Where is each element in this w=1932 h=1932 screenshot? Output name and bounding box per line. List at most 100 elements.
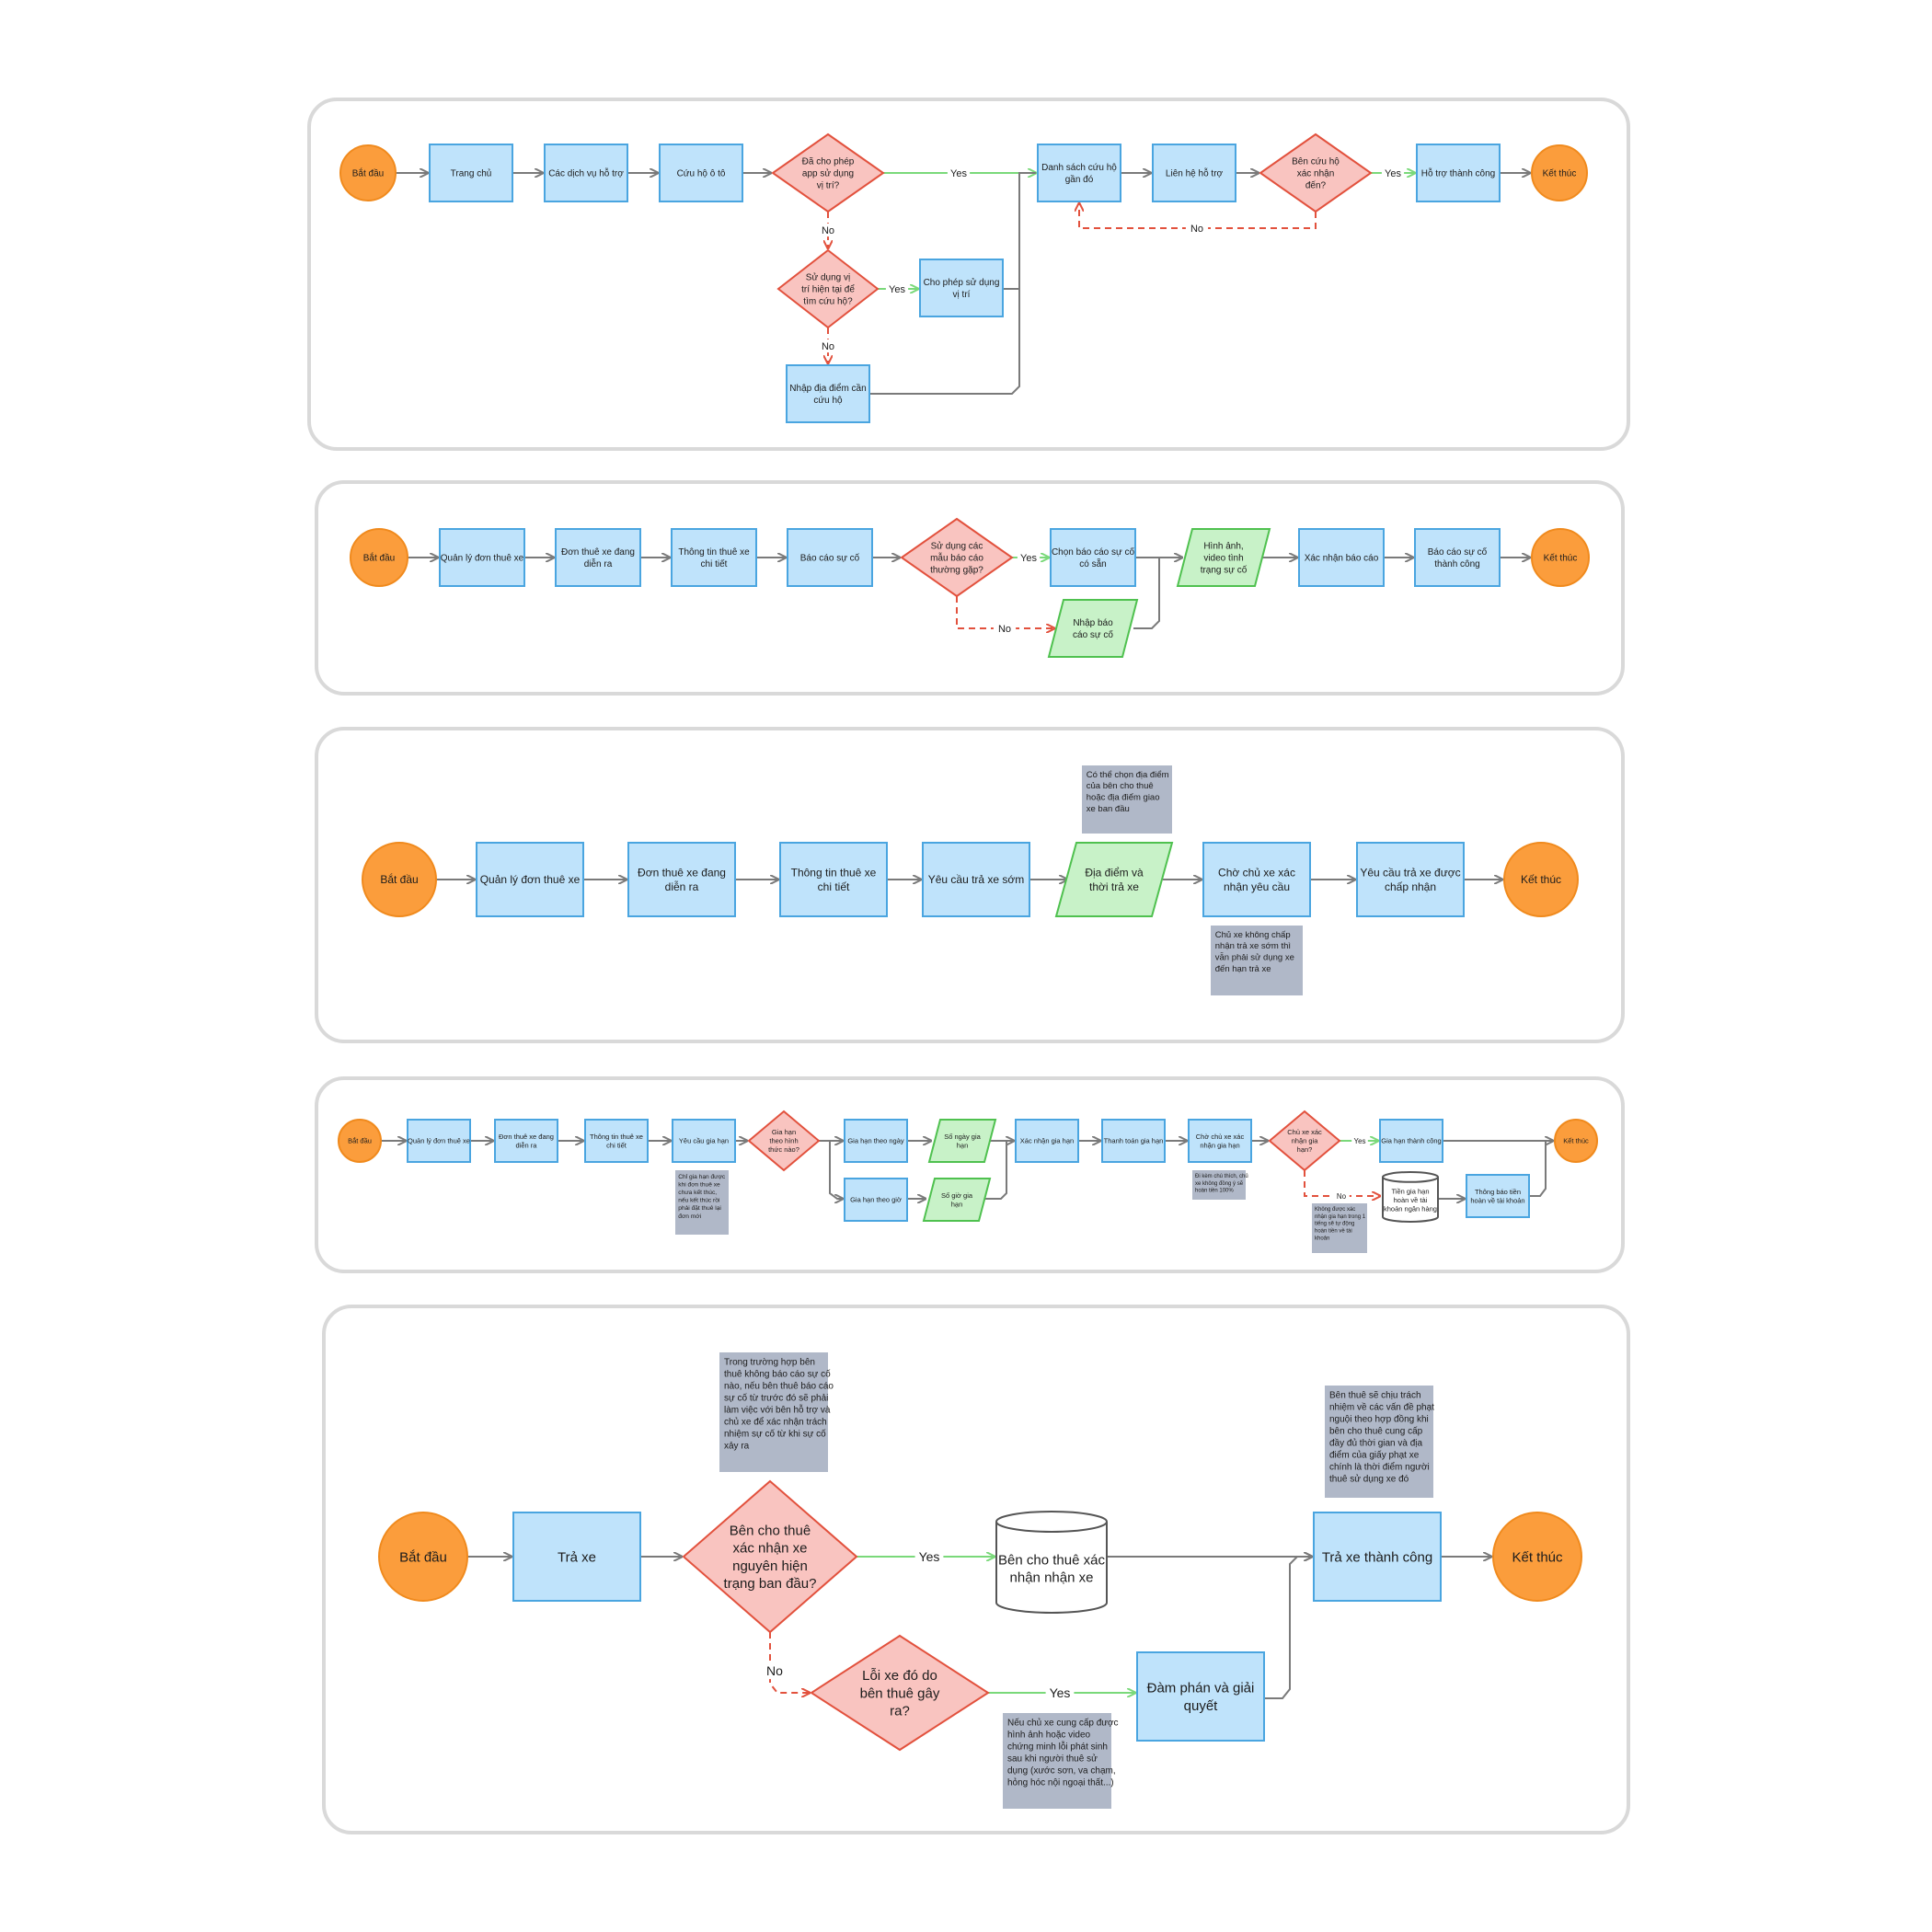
label-yes-2: Yes xyxy=(1050,1685,1071,1700)
node-contact[interactable]: Liên hệ hỗ trợ xyxy=(1152,144,1236,202)
text-line: khoản ngân hàng xyxy=(1384,1204,1437,1213)
text-line: cứu hộ xyxy=(813,396,843,406)
edge-negotiate-success xyxy=(1264,1557,1312,1699)
node-car-rescue-shape xyxy=(659,144,743,202)
node-end[interactable]: Kết thúc xyxy=(1531,528,1590,587)
label-no-3-bg xyxy=(1185,221,1209,236)
note-early-reject-shape xyxy=(1211,926,1303,995)
node-return-success[interactable]: Trả xe thành công xyxy=(1313,1512,1442,1602)
node-car-rescue[interactable]: Cứu hộ ô tô xyxy=(659,144,743,202)
node-manage[interactable]: Quản lý đơn thuê xe xyxy=(476,842,584,917)
node-pay-ext[interactable]: Thanh toán gia hạn xyxy=(1101,1119,1166,1163)
node-confirm-ext[interactable]: Xác nhận gia hạn xyxy=(1015,1119,1079,1163)
edge-owner-no xyxy=(1304,1170,1380,1196)
node-lessor-confirm-shape xyxy=(682,1479,858,1634)
node-end[interactable]: Kết thúc xyxy=(1554,1119,1598,1163)
node-by-day[interactable]: Gia hạn theo ngày xyxy=(844,1119,908,1163)
node-text: Yêu cầu gia hạn xyxy=(679,1137,729,1145)
node-text: Quản lý đơn thuê xe xyxy=(480,873,581,886)
node-report[interactable]: Báo cáo sự cố xyxy=(787,528,873,587)
node-end[interactable]: Kết thúc xyxy=(1492,1512,1582,1602)
node-end[interactable]: Kết thúc xyxy=(1503,842,1579,917)
node-refund-db-body xyxy=(1382,1177,1439,1223)
node-services[interactable]: Các dịch vụ hỗ trợ xyxy=(544,144,628,202)
node-start[interactable]: Bắt đầu xyxy=(339,144,397,201)
edge-lessor-no xyxy=(769,1632,810,1693)
node-confirm-report[interactable]: Xác nhận báo cáo xyxy=(1298,528,1385,587)
node-home[interactable]: Trang chủ xyxy=(429,144,513,202)
node-manage[interactable]: Quản lý đơn thuê xe xyxy=(439,528,525,587)
node-start[interactable]: Bắt đầu xyxy=(378,1512,468,1602)
node-hours-shape xyxy=(922,1178,992,1222)
node-start[interactable]: Bắt đầu xyxy=(338,1119,382,1163)
node-text: Bắt đầu xyxy=(380,872,418,886)
text-line: Thông tin thuê xe xyxy=(791,867,877,880)
node-ext-request[interactable]: Yêu cầu gia hạn xyxy=(672,1119,736,1163)
node-request[interactable]: Yêu cầu trả xe sớm xyxy=(922,842,1030,917)
text-line: Các dịch vụ hỗ trợ xyxy=(548,167,624,179)
node-return[interactable]: Trả xe xyxy=(512,1512,641,1602)
note-line: Không được xác xyxy=(1315,1207,1355,1213)
node-text: Xác nhận báo cáo xyxy=(1305,554,1379,564)
node-start[interactable]: Bắt đầu xyxy=(362,842,437,917)
node-start[interactable]: Bắt đầu xyxy=(350,528,408,587)
node-manage[interactable]: Quản lý đơn thuê xe xyxy=(407,1119,471,1163)
note-line: làm việc với bên hỗ trợ và xyxy=(724,1404,831,1416)
text-line: Sử dụng các xyxy=(931,541,983,552)
node-allow-location-shape xyxy=(771,132,885,213)
note-line: nhiệm sự cố từ khi sự cố xyxy=(724,1429,826,1440)
node-end[interactable]: Kết thúc xyxy=(1531,144,1588,201)
node-manage-shape xyxy=(476,842,584,917)
node-success[interactable]: Hỗ trợ thành công xyxy=(1416,144,1501,202)
text-line: Bắt đầu xyxy=(380,872,418,886)
node-ext-success[interactable]: Gia hạn thành công xyxy=(1379,1119,1443,1163)
text-line: gần đó xyxy=(1065,174,1094,185)
text-line: nhận nhận xe xyxy=(1010,1570,1094,1585)
text-line: hạn? xyxy=(1297,1145,1313,1154)
text-line: Tiền gia hạn xyxy=(1391,1187,1429,1195)
node-days-shape xyxy=(927,1119,997,1163)
label-no-bg xyxy=(760,1662,789,1680)
node-nearby-list-shape xyxy=(1037,144,1121,202)
text-line: Liên hệ hỗ trợ xyxy=(1166,167,1224,179)
text-line: Nhập báo xyxy=(1073,618,1113,628)
node-confirm-report-shape xyxy=(1298,528,1385,587)
node-by-hour[interactable]: Gia hạn theo giờ xyxy=(844,1178,908,1222)
